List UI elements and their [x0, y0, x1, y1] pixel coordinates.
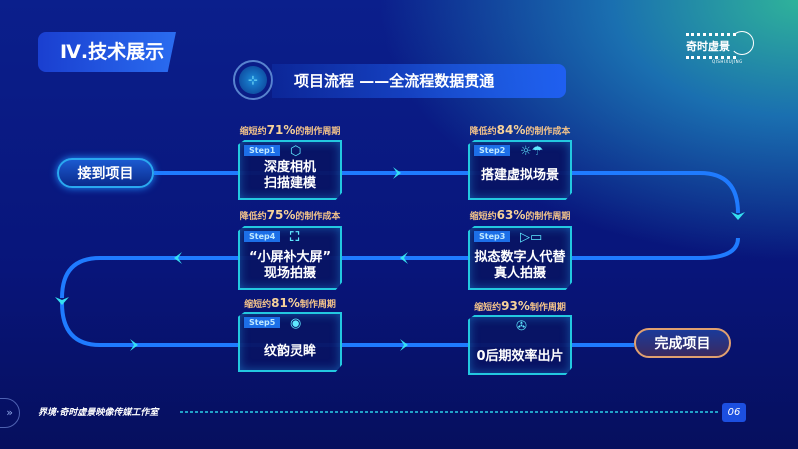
section-title: Ⅳ.技术展示 — [38, 32, 176, 72]
step4-card: Step4 ⛶ “小屏补大屏”现场拍摄 — [238, 226, 342, 290]
step-title: 深度相机 — [263, 160, 316, 175]
sun-umbrella-icon: ☼☂ — [520, 144, 544, 159]
step-title: “小屏补大屏” — [248, 250, 332, 265]
flow-line-row3 — [60, 302, 634, 347]
step2-card: Step2 ☼☂ 搭建虚拟场景 — [468, 140, 572, 200]
step5-note: 缩短约81%制作周期 — [244, 296, 336, 310]
logo: 奇时虚景 QISHIXUJING — [686, 31, 756, 67]
step-tag: Step4 — [244, 231, 281, 242]
page-number: 06 — [722, 403, 746, 422]
header-title: 项目流程 ——全流程数据贯通 — [272, 64, 566, 98]
flow-diagram-icon: ⊹ — [239, 66, 267, 94]
arrow-right-icon — [393, 167, 401, 179]
screen-frame-icon: ⛶ — [290, 230, 300, 245]
arrow-right-icon — [130, 339, 138, 351]
step-title: 真人拍摄 — [493, 266, 546, 281]
footer-studio: 界境·奇时虚景映像传媒工作室 — [38, 408, 159, 418]
lens-icon: ◉ — [290, 316, 302, 331]
step6-note: 缩短约93%制作周期 — [474, 299, 566, 313]
start-node: 接到项目 — [57, 158, 154, 188]
step3-note: 缩短约63%的制作周期 — [469, 208, 571, 222]
header-icon-ring: ⊹ — [233, 60, 273, 100]
logo-name: 奇时虚景 — [686, 33, 736, 59]
step-title: 拟态数字人代替 — [474, 250, 566, 265]
step2-note: 降低约84%的制作成本 — [469, 123, 571, 137]
cube-scan-icon: ⬡ — [290, 144, 302, 159]
step3-card: Step3 ▷▭ 拟态数字人代替真人拍摄 — [468, 226, 572, 290]
step-tag: Step3 — [474, 231, 511, 242]
step5-card: Step5 ◉ 纹韵灵眸 — [238, 312, 342, 372]
flow-line-row2 — [60, 237, 740, 299]
step-title: 搭建虚拟场景 — [480, 168, 559, 183]
logo-sub: QISHIXUJING — [712, 59, 743, 64]
flow-line-row1 — [154, 171, 740, 214]
arrow-left-icon — [174, 252, 182, 264]
film-reel-icon: ✇ — [516, 319, 527, 334]
arrow-down-icon — [55, 297, 69, 305]
step-title: 现场拍摄 — [263, 266, 316, 281]
step-tag: Step1 — [244, 145, 281, 156]
step6-card: ✇ 0后期效率出片 — [468, 315, 572, 375]
step1-note: 缩短约71%的制作周期 — [239, 123, 341, 137]
step-title: 扫描建模 — [263, 176, 316, 191]
step-tag: Step5 — [244, 317, 281, 328]
step-title: 纹韵灵眸 — [263, 344, 316, 359]
video-camera-icon: ▷▭ — [520, 230, 543, 245]
end-node: 完成项目 — [634, 328, 731, 358]
step-title: 0后期效率出片 — [476, 349, 564, 364]
arrow-right-icon — [400, 339, 408, 351]
step1-card: Step1 ⬡ 深度相机扫描建模 — [238, 140, 342, 200]
arrow-down-icon — [731, 212, 745, 220]
step-tag: Step2 — [474, 145, 511, 156]
step4-note: 降低约75%的制作成本 — [239, 208, 341, 222]
clock-icon — [730, 31, 754, 55]
arrow-left-icon — [400, 252, 408, 264]
